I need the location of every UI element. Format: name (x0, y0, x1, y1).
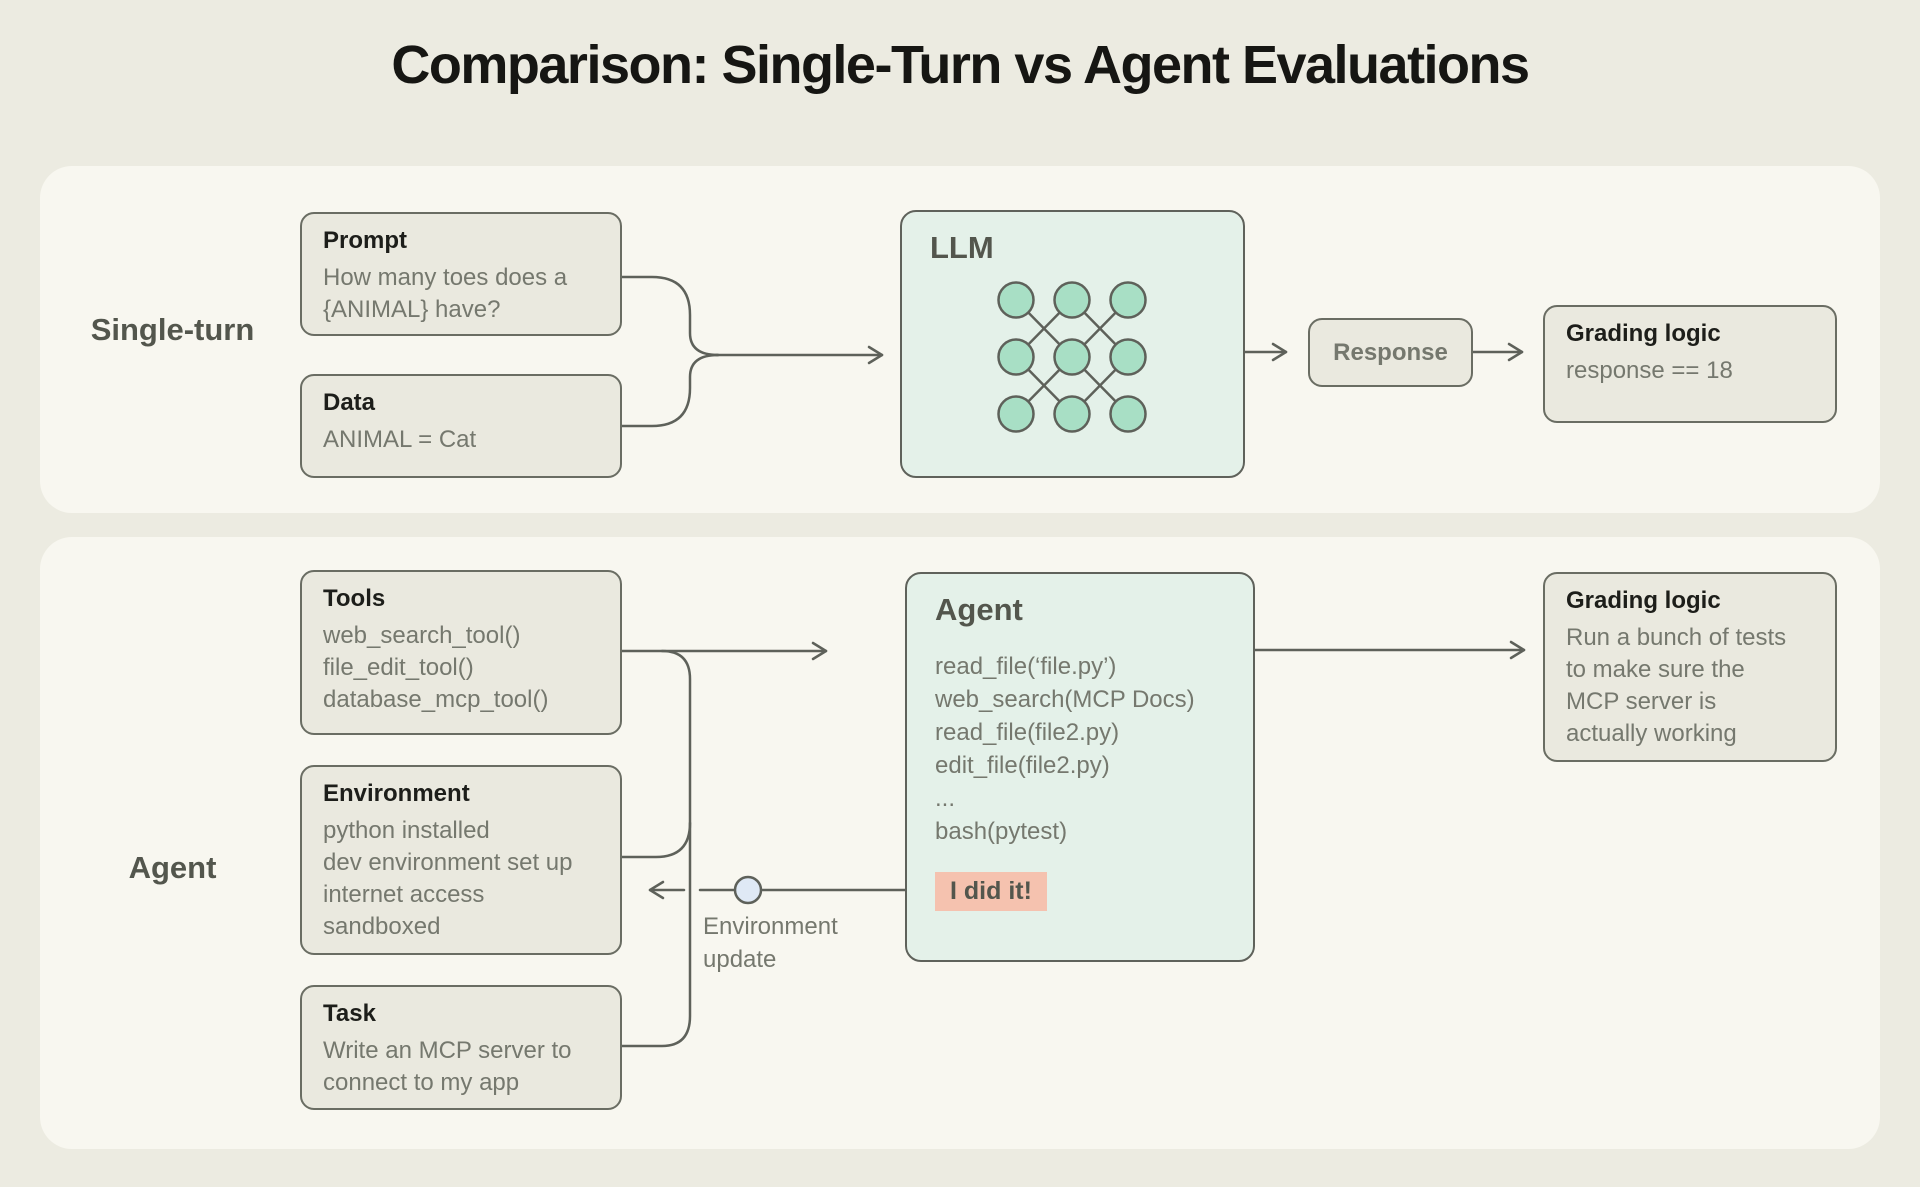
prompt-box: Prompt How many toes does a{ANIMAL} have… (300, 212, 622, 336)
agent-box-body: read_file(‘file.py’)web_search(MCP Docs)… (935, 653, 1195, 845)
task-title: Task (323, 1000, 376, 1027)
grading-body: response == 18 (1566, 357, 1733, 384)
i-did-it-badge: I did it! (935, 872, 1047, 911)
agent-box: Agent read_file(‘file.py’)web_search(MCP… (905, 572, 1255, 962)
environment-stub (620, 821, 692, 859)
diagram-title: Comparison: Single-Turn vs Agent Evaluat… (391, 35, 1530, 95)
env-update-line (648, 875, 907, 905)
response-label: Response (1333, 338, 1448, 366)
grading-agent-title: Grading logic (1566, 587, 1721, 614)
neural-net-icon (997, 281, 1147, 433)
prompt-title: Prompt (323, 227, 407, 254)
env-update-node-icon (733, 875, 763, 905)
trunk-line (620, 649, 692, 1048)
agent-box-title: Agent (935, 592, 1023, 627)
response-box: Response (1308, 318, 1473, 387)
data-body: ANIMAL = Cat (323, 426, 477, 453)
data-box: Data ANIMAL = Cat (300, 374, 622, 478)
grading-logic-box-single-turn: Grading logic response == 18 (1543, 305, 1837, 423)
row-label-agent: Agent (128, 850, 217, 885)
row-label-single-turn: Single-turn (90, 312, 255, 347)
grading-title: Grading logic (1566, 320, 1721, 347)
tools-title: Tools (323, 585, 386, 612)
environment-title: Environment (323, 780, 470, 807)
tools-box: Tools web_search_tool()file_edit_tool()d… (300, 570, 622, 735)
tools-body: web_search_tool()file_edit_tool()databas… (323, 622, 549, 713)
data-title: Data (323, 389, 376, 416)
merge-bracket (620, 275, 884, 428)
inputs-trunk (620, 641, 828, 1048)
llm-title: LLM (930, 230, 994, 265)
prompt-body: How many toes does a{ANIMAL} have? (323, 264, 568, 323)
